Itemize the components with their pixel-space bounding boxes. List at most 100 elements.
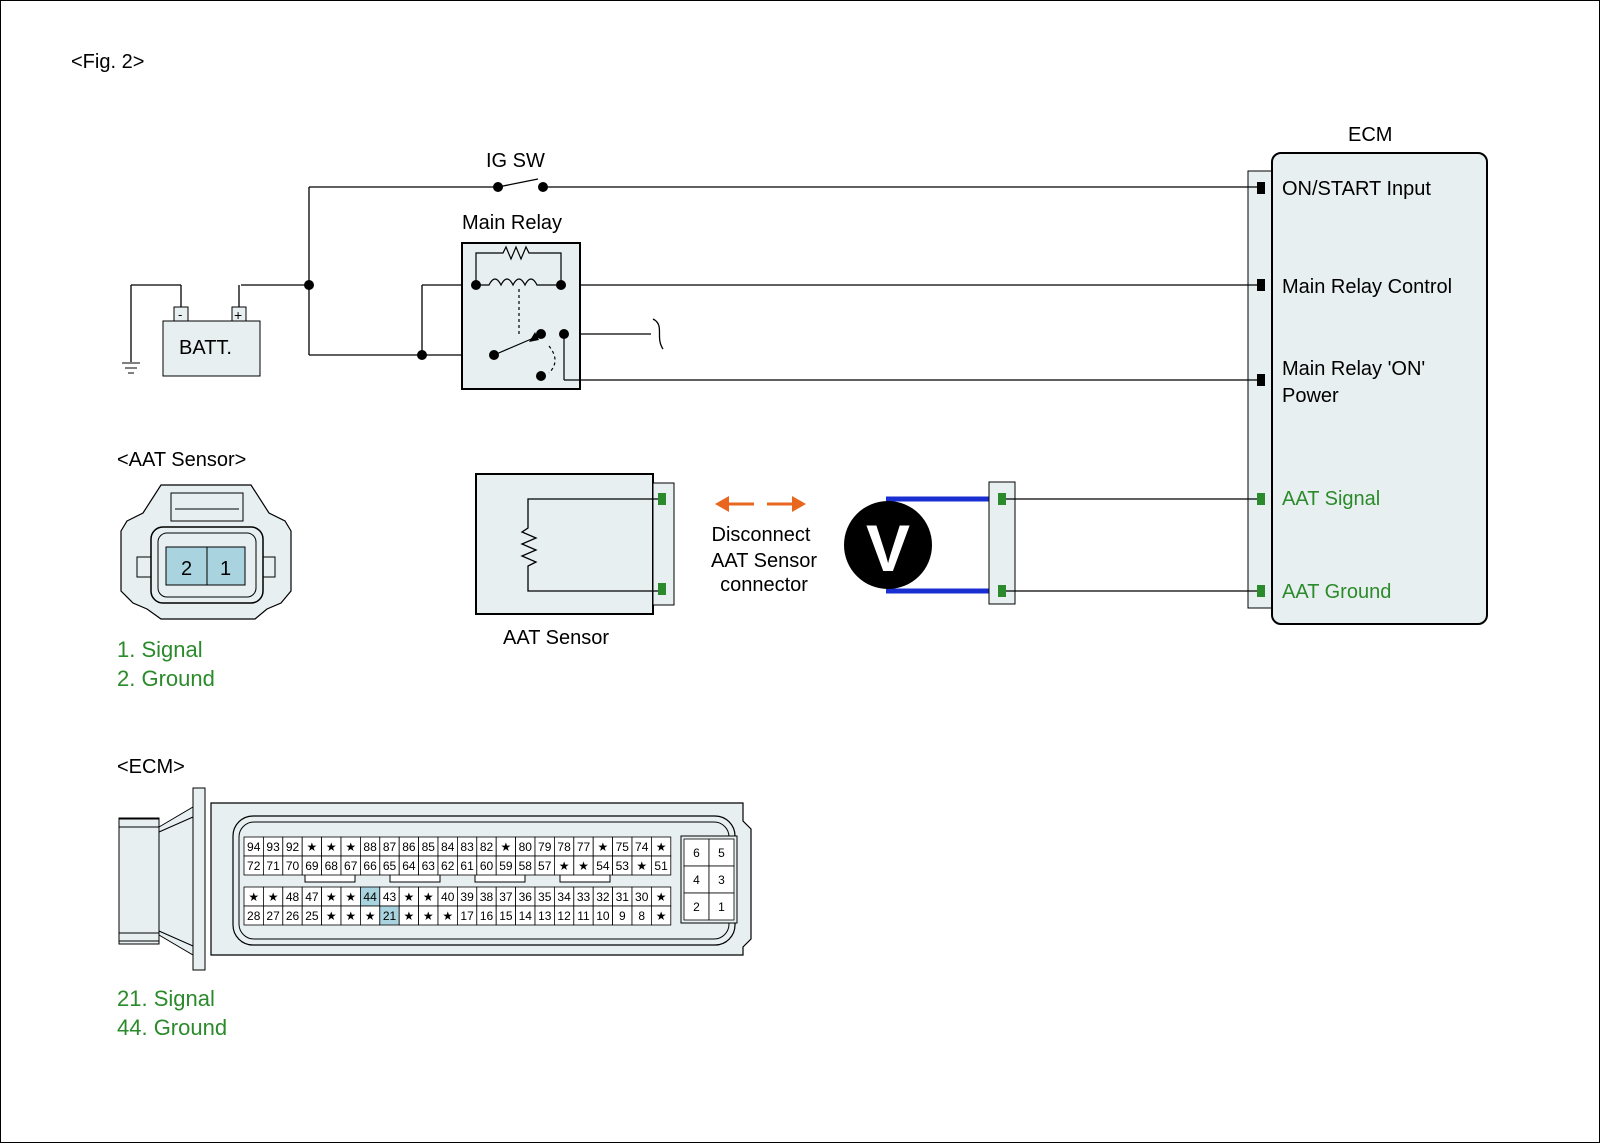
ecm-pin-label: 75 bbox=[616, 840, 630, 854]
ecm-pin-label: 35 bbox=[538, 890, 552, 904]
main-relay: Main Relay bbox=[461, 212, 581, 390]
ecm-pin-label: 14 bbox=[519, 909, 533, 923]
ecm-pin-label: 34 bbox=[557, 890, 571, 904]
disconnect-arrows bbox=[715, 496, 806, 512]
battery: - + BATT. bbox=[122, 284, 261, 377]
ecm-pin-label: 25 bbox=[305, 909, 319, 923]
ecm-pin-label: 79 bbox=[538, 840, 552, 854]
ecm-pin-label: ★ bbox=[404, 909, 415, 923]
svg-text:1: 1 bbox=[220, 558, 231, 580]
ecm-pin-label: 84 bbox=[441, 840, 455, 854]
ecm-pin-label: 94 bbox=[247, 840, 261, 854]
ecm-pin-label: 12 bbox=[557, 909, 571, 923]
ecm-pin-label: 64 bbox=[402, 859, 416, 873]
relay-node bbox=[536, 371, 546, 381]
ecm-pin-label: ★ bbox=[442, 909, 453, 923]
ecm-legend-signal: 21. Signal bbox=[117, 986, 215, 1011]
voltmeter-label: V bbox=[866, 511, 910, 585]
ecm-block: ECM ON/START Input Main Relay Control Ma… bbox=[1247, 124, 1488, 625]
ecm-pin-label: 54 bbox=[596, 859, 610, 873]
ecm-pin-label: ★ bbox=[345, 840, 356, 854]
arrow-right-icon bbox=[792, 496, 806, 512]
ecm-aux-pin-cell bbox=[708, 865, 735, 894]
ecm-pin-label: 85 bbox=[422, 840, 436, 854]
ecm-pin-label: ★ bbox=[636, 859, 647, 873]
ecm-pin-label: 78 bbox=[557, 840, 571, 854]
ecm-pin-label: 66 bbox=[363, 859, 377, 873]
aat-sensor-pin-ground bbox=[658, 583, 666, 595]
ecm-pin-label: 67 bbox=[344, 859, 358, 873]
svg-text:2: 2 bbox=[181, 558, 192, 580]
ecm-pin-label: 92 bbox=[286, 840, 300, 854]
ecm-pin-label: 61 bbox=[460, 859, 474, 873]
junction-dot bbox=[417, 350, 427, 360]
ecm-pin-label: 77 bbox=[577, 840, 591, 854]
ecm-pin-main-relay-power bbox=[1257, 374, 1265, 386]
ecm-pin-label: 57 bbox=[538, 859, 552, 873]
ecm-pin-label: 10 bbox=[596, 909, 610, 923]
ecm-pin-label: 13 bbox=[538, 909, 552, 923]
aat-sensor: AAT Sensor bbox=[475, 473, 675, 649]
relay-node bbox=[536, 329, 546, 339]
power-wiring: IG SW bbox=[241, 150, 1257, 381]
ecm-pin-on-start bbox=[1257, 182, 1265, 194]
ecm-pin-label: 21 bbox=[383, 909, 397, 923]
ecm-pin-label: 30 bbox=[635, 890, 649, 904]
ecm-pin-label: 28 bbox=[247, 909, 261, 923]
ecm-pin-label: ★ bbox=[656, 890, 667, 904]
aat-sensor-connector-view: <AAT Sensor> 2 1 1. Signal 2. Ground bbox=[117, 449, 292, 691]
ecm-pin-label: 82 bbox=[480, 840, 494, 854]
ecm-pin-label: 31 bbox=[616, 890, 630, 904]
ecm-pin-label: 80 bbox=[519, 840, 533, 854]
junction-dot bbox=[304, 280, 314, 290]
relay-switch-arrowhead bbox=[529, 332, 539, 342]
ecm-pin-aat-ground bbox=[1257, 585, 1265, 597]
aat-sensor-pin-signal bbox=[658, 493, 666, 505]
ecm-terminal-on-start: ON/START Input bbox=[1282, 178, 1431, 200]
disconnect-note-line2: AAT Sensor bbox=[711, 550, 817, 572]
ig-sw-label: IG SW bbox=[486, 150, 545, 172]
ecm-aux-pin-label: 3 bbox=[718, 873, 725, 887]
ecm-aux-pin-cell bbox=[708, 892, 735, 921]
ecm-pin-label: ★ bbox=[268, 890, 279, 904]
ecm-aux-pin-cell bbox=[683, 892, 710, 921]
ecm-pin-label: 53 bbox=[616, 859, 630, 873]
probe-pin-ground bbox=[998, 585, 1006, 597]
ecm-pin-label: ★ bbox=[598, 840, 609, 854]
ecm-pin-label: 88 bbox=[363, 840, 377, 854]
voltmeter-icon bbox=[844, 501, 932, 589]
ecm-pin-label: ★ bbox=[423, 909, 434, 923]
ecm-pin-label: 36 bbox=[519, 890, 533, 904]
aat-sensor-view-title: <AAT Sensor> bbox=[117, 449, 246, 471]
main-relay-label: Main Relay bbox=[462, 212, 562, 234]
ecm-pin-label: 43 bbox=[383, 890, 397, 904]
ecm-pin-label: 17 bbox=[460, 909, 474, 923]
aat-sensor-label: AAT Sensor bbox=[503, 627, 609, 649]
ecm-pin-label: 11 bbox=[577, 909, 590, 923]
ecm-pin-label: 47 bbox=[305, 890, 319, 904]
ecm-pin-label: 38 bbox=[480, 890, 494, 904]
ecm-pin-label: ★ bbox=[365, 909, 376, 923]
ecm-pin-label: 26 bbox=[286, 909, 300, 923]
ecm-pin-label: 16 bbox=[480, 909, 494, 923]
probe-pin-signal bbox=[998, 493, 1006, 505]
ecm-pin-label: ★ bbox=[248, 890, 259, 904]
ecm-pin-label: 70 bbox=[286, 859, 300, 873]
aat-pin-1 bbox=[206, 546, 246, 586]
ecm-pin-label: 69 bbox=[305, 859, 319, 873]
ecm-pin-label: 71 bbox=[266, 859, 280, 873]
ecm-pin-label: 83 bbox=[460, 840, 474, 854]
disconnect-note-line1: Disconnect bbox=[712, 524, 811, 546]
ecm-connector-title: <ECM> bbox=[117, 756, 185, 778]
aat-legend-ground: 2. Ground bbox=[117, 666, 215, 691]
ecm-terminal-main-relay-on: Main Relay 'ON' bbox=[1282, 358, 1425, 380]
ecm-pin-cell bbox=[651, 855, 672, 876]
ecm-pin-label: ★ bbox=[404, 890, 415, 904]
ecm-pin-label: 87 bbox=[383, 840, 397, 854]
ecm-pin-label: 59 bbox=[499, 859, 513, 873]
ecm-pin-label: 15 bbox=[499, 909, 513, 923]
ecm-pin-main-relay-control bbox=[1257, 279, 1265, 291]
ecm-pin-label: 44 bbox=[363, 890, 377, 904]
